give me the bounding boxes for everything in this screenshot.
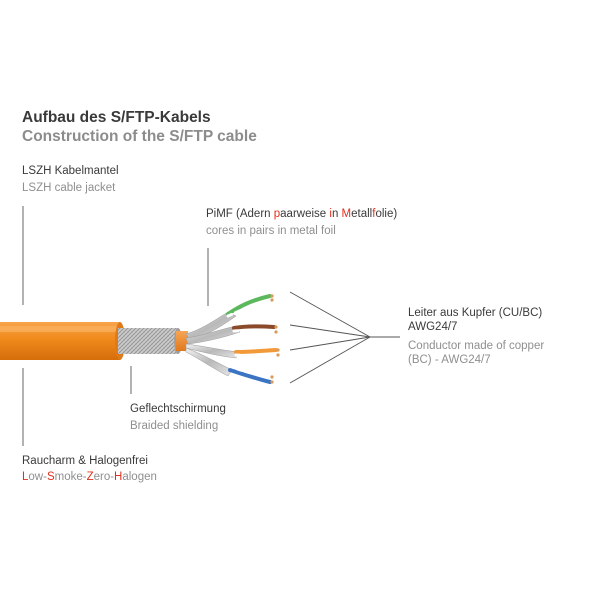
pair-blue	[228, 364, 272, 384]
inner-jacket	[176, 331, 188, 351]
pimf-text-2: aarweise	[280, 208, 330, 220]
pair-green	[226, 294, 272, 318]
lszh-text-2: moke-	[54, 471, 87, 483]
leader-conductor-1	[289, 291, 371, 338]
label-braid-de: Geflechtschirmung	[130, 403, 226, 415]
label-braid-en: Braided shielding	[130, 420, 219, 432]
lszh-text-4: alogen	[122, 471, 157, 483]
pimf-highlight-p: p	[273, 208, 281, 220]
pimf-text-3: n	[331, 208, 342, 220]
label-pimf-en: cores in pairs in metal foil	[206, 225, 336, 237]
label-lszh-de: Raucharm & Halogenfrei	[22, 455, 148, 467]
pimf-highlight-f: f	[372, 208, 376, 220]
foil-pairs	[185, 311, 241, 377]
pimf-text-1: PiMF (Adern	[206, 208, 274, 220]
pimf-highlight-m: M	[341, 208, 352, 220]
lszh-highlight-h: H	[114, 471, 123, 483]
lszh-highlight-l: L	[22, 471, 29, 483]
title-german: Aufbau des S/FTP-Kabels	[22, 109, 211, 126]
pair-orange	[234, 348, 278, 358]
twisted-pairs	[226, 294, 278, 384]
leader-conductor-3	[289, 336, 371, 351]
leader-conductor-2	[289, 324, 371, 338]
label-pimf-de: PiMF (Adern paarweise in Metallfolie)	[206, 207, 397, 222]
title-english: Construction of the S/FTP cable	[22, 128, 257, 145]
cable-jacket	[0, 322, 125, 360]
lszh-text-1: ow-	[28, 471, 47, 483]
label-conductor-de-1: Leiter aus Kupfer (CU/BC)	[408, 307, 543, 319]
leader-conductor-4	[289, 336, 371, 384]
pimf-text-4: etall	[351, 208, 373, 220]
lszh-text-3: ero-	[93, 471, 115, 483]
copper-conductors	[270, 294, 280, 384]
label-lszh-en: Low-Smoke-Zero-Halogen	[22, 470, 157, 485]
pimf-text-5: olie)	[375, 208, 398, 220]
pimf-highlight-i: i	[329, 208, 332, 220]
lszh-highlight-s: S	[46, 471, 55, 483]
label-jacket-en: LSZH cable jacket	[22, 182, 116, 194]
pair-brown	[232, 324, 276, 334]
lszh-highlight-z: Z	[86, 471, 94, 483]
label-conductor-en-1: Conductor made of copper	[408, 340, 545, 352]
braided-shield	[118, 328, 182, 354]
label-conductor-de-2: AWG24/7	[408, 321, 458, 333]
label-jacket-de: LSZH Kabelmantel	[22, 165, 119, 177]
label-conductor-en-2: (BC) - AWG24/7	[408, 354, 491, 366]
leader-lines	[22, 206, 400, 446]
